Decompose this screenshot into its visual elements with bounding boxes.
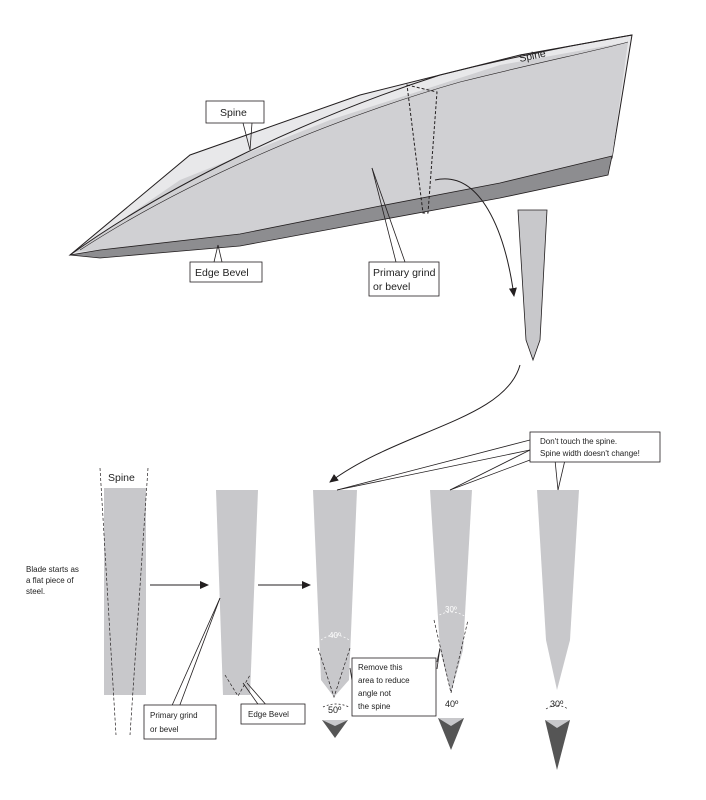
edge-bevel-bottom-callout: Edge Bevel [240, 682, 306, 725]
stage-3-edge-bevel-50: 40º 50º [313, 490, 357, 738]
stage-1-flat-steel: Spine [99, 467, 149, 736]
blade-starts-label-3: steel. [26, 587, 45, 596]
edge-bevel-top-callout: Edge Bevel [189, 244, 263, 283]
angle-40-stage-3: 40º [329, 631, 341, 640]
dont-touch-spine-callout: Don't touch the spine. Spine width doesn… [336, 431, 661, 491]
blade-primary-grind-face [75, 42, 628, 252]
angle-30-stage-5: 30º [550, 699, 564, 709]
primary-grind-top-callout: Primary grind or bevel [368, 167, 440, 297]
cross-section-wedge [517, 209, 548, 362]
primary-grind-bottom-callout: Primary grind or bevel [143, 597, 221, 740]
primary-grind-bottom-label-1: Primary grind [150, 711, 198, 720]
primary-grind-top-label-1: Primary grind [373, 267, 436, 279]
angle-50-label: 50º [328, 705, 342, 715]
angle-30-stage-4: 30º [445, 605, 457, 614]
spine-callout: Spine [205, 100, 265, 151]
edge-bevel-top-label: Edge Bevel [195, 267, 249, 279]
stage-2-primary-grind [216, 490, 258, 697]
remove-label-3: angle not [358, 689, 392, 698]
remove-label-1: Remove this [358, 663, 402, 672]
remove-label-4: the spine [358, 702, 391, 711]
primary-grind-top-label-2: or bevel [373, 281, 410, 293]
remove-area-callout: Remove this area to reduce angle not the… [349, 647, 441, 717]
arrow-to-stage-3 [329, 364, 521, 483]
dont-touch-label-2: Spine width doesn't change! [540, 449, 640, 458]
stage-5-final: 30º [537, 490, 579, 770]
blade-starts-label-1: Blade starts as [26, 565, 79, 574]
angle-40-stage-4: 40º [445, 699, 459, 709]
spine-callout-label: Spine [220, 107, 247, 119]
blade-starts-label-2: a flat piece of [26, 576, 74, 585]
spine-top-label: Spine [518, 48, 547, 65]
spine-bottom-label: Spine [108, 472, 135, 484]
blade-edge-bevel [69, 155, 613, 259]
dont-touch-label-1: Don't touch the spine. [540, 437, 617, 446]
blade-spine-line [69, 34, 633, 256]
edge-bevel-bottom-label: Edge Bevel [248, 710, 289, 719]
stage-4-reduced-angle: 30º 40º [430, 490, 472, 750]
remove-label-2: area to reduce [358, 676, 410, 685]
knife-blade-top [68, 34, 633, 297]
arrow-to-cross-section [434, 178, 517, 297]
primary-grind-bottom-label-2: or bevel [150, 725, 179, 734]
cross-section-slice-outline [406, 84, 438, 214]
